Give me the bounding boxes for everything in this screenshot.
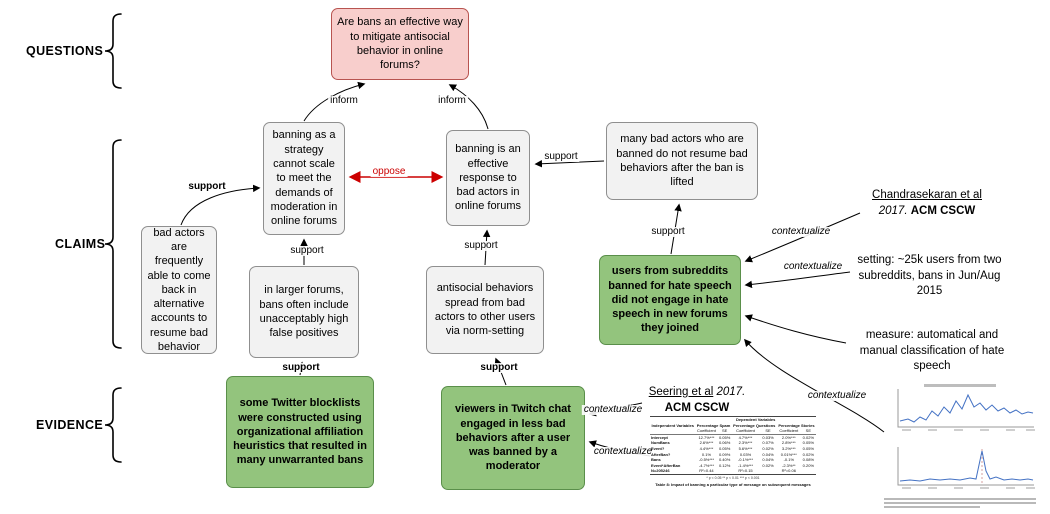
questions-brace — [104, 13, 122, 89]
table-caption: Table 8: Impact of banning a particular … — [655, 481, 811, 487]
citation-seering[interactable]: Seering et al 2017. ACM CSCW — [642, 385, 752, 416]
citation-chandrasekaran[interactable]: Chandrasekaran et al 2017. ACM CSCW — [862, 188, 992, 219]
edge-label-support-norm-setting: support — [462, 240, 500, 251]
edge-label-support-comeback: support — [186, 181, 228, 192]
edge-ctx-chandrasekaran — [744, 212, 861, 263]
edge-label-contextualize-seering: contextualize — [581, 404, 645, 415]
question-node[interactable]: Are bans an effective way to mitigate an… — [331, 8, 469, 80]
edge-label-support-blocklists: support — [280, 362, 322, 373]
claim-node-cannot-scale[interactable]: banning as a strategy cannot scale to me… — [263, 122, 345, 235]
citation-venue: ACM CSCW — [910, 204, 976, 217]
edge-label-oppose: oppose — [370, 166, 408, 177]
claim-node-norm-setting[interactable]: antisocial behaviors spread from bad act… — [426, 266, 544, 354]
evidence-node-subreddits[interactable]: users from subreddits banned for hate sp… — [599, 255, 741, 345]
edge-label-inform-left: inform — [328, 95, 360, 106]
edge-label-support-false-positives: support — [288, 245, 326, 256]
evidence-node-blocklists[interactable]: some Twitter blocklists were constructed… — [226, 376, 374, 488]
evidence-brace — [104, 387, 122, 463]
evidence-node-twitch[interactable]: viewers in Twitch chat engaged in less b… — [441, 386, 585, 490]
citation-year: 2017. — [716, 386, 746, 398]
figure-caption-lines — [884, 498, 1040, 508]
note-setting[interactable]: setting: ~25k users from two subreddits,… — [857, 254, 1002, 298]
citation-authors: Chandrasekaran et al — [872, 189, 982, 201]
claim-node-false-positives[interactable]: in larger forums, bans often include una… — [249, 266, 359, 358]
citation-venue: ACM CSCW — [664, 401, 730, 414]
edge-label-contextualize-setting: contextualize — [781, 261, 845, 272]
edge-label-contextualize-table: contextualize — [591, 446, 655, 457]
claim-node-comeback[interactable]: bad actors are frequently able to come b… — [141, 226, 217, 354]
timeseries-chart-top — [897, 384, 1035, 431]
claim-node-no-resume[interactable]: many bad actors who are banned do not re… — [606, 122, 758, 200]
citation-year: 2017. — [878, 204, 908, 217]
edge-label-contextualize-chandrasekaran: contextualize — [769, 226, 833, 237]
claim-node-effective-response[interactable]: banning is an effective response to bad … — [446, 130, 530, 226]
edge-label-contextualize-charts: contextualize — [805, 390, 869, 401]
timeseries-chart-bottom — [897, 447, 1035, 489]
edge-ctx-measure — [744, 314, 847, 344]
edge-label-support-twitch: support — [478, 362, 520, 373]
citation-authors: Seering et al — [648, 386, 714, 398]
edge-label-inform-right: inform — [436, 95, 468, 106]
claims-brace — [104, 139, 122, 349]
row-label-claims: CLAIMS — [55, 237, 106, 251]
timeseries-charts-figure[interactable] — [884, 383, 1040, 510]
row-label-questions: QUESTIONS — [26, 44, 104, 58]
edge-label-support-subreddits: support — [649, 226, 687, 237]
edge-inform-effective-question — [448, 84, 489, 130]
note-measure[interactable]: measure: automatical and manual classifi… — [859, 329, 1005, 373]
row-label-evidence: EVIDENCE — [36, 418, 104, 432]
table-footnote: * p < 0.05 ** p < 0.01 *** p < 0.001 — [706, 475, 760, 480]
edge-support-comeback — [180, 184, 261, 226]
edge-label-support-no-resume: support — [542, 151, 580, 162]
edge-ctx-setting — [744, 271, 851, 289]
